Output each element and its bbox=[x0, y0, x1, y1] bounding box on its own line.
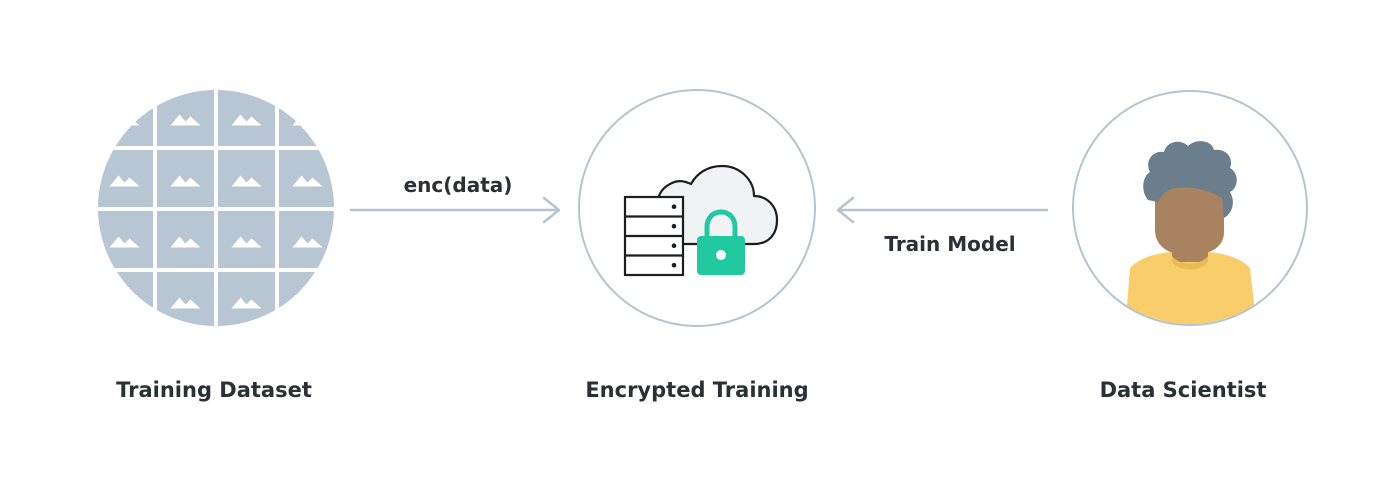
mountain-icon bbox=[231, 114, 262, 126]
mountain-icon bbox=[231, 297, 262, 309]
image-tile bbox=[98, 90, 153, 146]
image-tile bbox=[218, 150, 275, 207]
mountain-icon bbox=[109, 114, 140, 126]
image-tile bbox=[157, 150, 214, 207]
mountain-icon bbox=[292, 114, 323, 126]
lock-icon bbox=[697, 209, 745, 275]
mountain-icon bbox=[170, 175, 201, 187]
mountain-icon bbox=[109, 297, 140, 309]
dataset-label: Training Dataset bbox=[116, 378, 312, 402]
image-tile bbox=[279, 90, 334, 146]
mountain-icon bbox=[170, 297, 201, 309]
image-tile bbox=[157, 211, 214, 268]
train-model-label: Train Model bbox=[884, 232, 1016, 256]
training-node bbox=[578, 89, 816, 327]
enc-data-label: enc(data) bbox=[403, 173, 513, 197]
mountain-icon bbox=[292, 297, 323, 309]
dataset-node bbox=[98, 90, 334, 326]
image-tile bbox=[279, 150, 334, 207]
image-tile bbox=[218, 211, 275, 268]
image-tile bbox=[218, 272, 275, 326]
arrow-train-model bbox=[836, 196, 1048, 224]
mountain-icon bbox=[231, 236, 262, 248]
image-tile bbox=[98, 211, 153, 268]
mountain-icon bbox=[292, 236, 323, 248]
arrow-enc-data bbox=[350, 196, 561, 224]
image-tile bbox=[157, 90, 214, 146]
image-tile bbox=[279, 272, 334, 326]
mountain-icon bbox=[292, 175, 323, 187]
mountain-icon bbox=[109, 236, 140, 248]
mountain-icon bbox=[231, 175, 262, 187]
person-icon bbox=[1125, 141, 1257, 324]
mountain-icon bbox=[170, 236, 201, 248]
scientist-label: Data Scientist bbox=[1099, 378, 1267, 402]
scientist-node bbox=[1072, 90, 1308, 326]
image-tile bbox=[157, 272, 214, 326]
image-tile bbox=[98, 272, 153, 326]
image-tile bbox=[98, 150, 153, 207]
server-icon bbox=[623, 195, 685, 277]
training-label: Encrypted Training bbox=[585, 378, 809, 402]
image-tile bbox=[218, 90, 275, 146]
mountain-icon bbox=[109, 175, 140, 187]
image-tile bbox=[279, 211, 334, 268]
mountain-icon bbox=[170, 114, 201, 126]
